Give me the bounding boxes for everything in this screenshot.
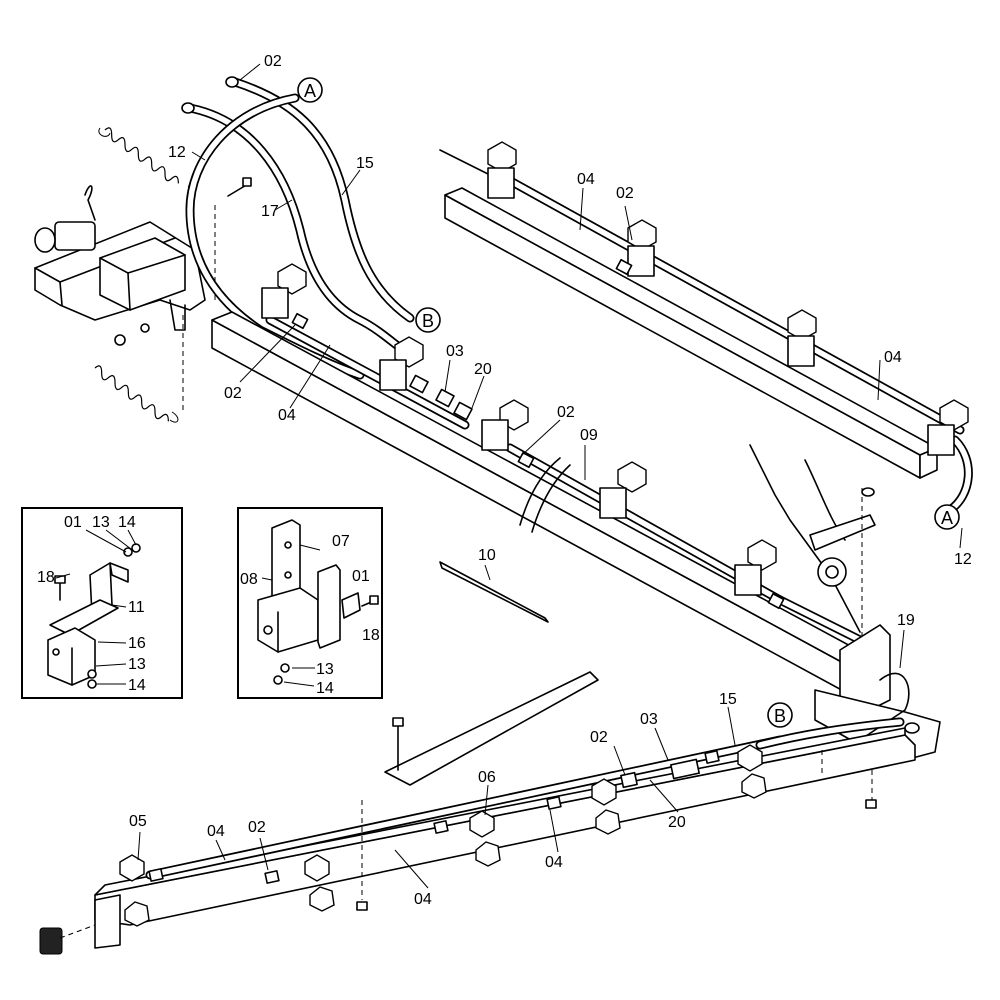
label-02: 02	[248, 819, 266, 836]
label-02: 02	[224, 385, 242, 402]
label-14: 14	[118, 514, 136, 531]
inset-detail-2	[237, 507, 383, 699]
callout-B-upper: B	[415, 307, 441, 333]
label-09: 09	[580, 427, 598, 444]
label-02: 02	[590, 729, 608, 746]
label-15: 15	[719, 691, 737, 708]
lower-spring	[94, 365, 179, 423]
label-06: 06	[478, 769, 496, 786]
label-04: 04	[278, 407, 296, 424]
label-18: 18	[362, 627, 380, 644]
strap-10	[384, 561, 599, 786]
label-04: 04	[545, 854, 563, 871]
hose-17	[185, 103, 415, 360]
hose-fittings	[148, 258, 785, 884]
label-03: 03	[640, 711, 658, 728]
inset-2-labels: 07 08 01 18 13 14	[240, 533, 380, 697]
label-16: 16	[128, 635, 146, 652]
leader-lines	[137, 63, 963, 889]
label-10: 10	[478, 547, 496, 564]
label-02: 02	[264, 53, 282, 70]
callout-A-right: A	[934, 504, 960, 530]
mounting-bracket	[34, 185, 206, 331]
label-02: 02	[557, 404, 575, 421]
lower-boom-beam	[94, 717, 916, 949]
label-01: 01	[64, 514, 82, 531]
part-labels: 02 12 17 15 04 02 04 03 20 02 04 02 09 1…	[129, 53, 972, 908]
bolt-lower	[356, 717, 877, 911]
callout-A-right-text: A	[941, 508, 953, 528]
label-11: 11	[128, 599, 145, 616]
callout-B-lower-text: B	[774, 706, 786, 726]
chain-and-pulley	[749, 444, 876, 640]
callout-B-lower: B	[767, 702, 793, 728]
label-04: 04	[884, 349, 902, 366]
label-03: 03	[446, 343, 464, 360]
label-04: 04	[207, 823, 225, 840]
label-02: 02	[616, 185, 634, 202]
end-cap	[39, 927, 63, 955]
label-13: 13	[316, 661, 334, 678]
label-17: 17	[261, 203, 279, 220]
nut	[114, 323, 150, 346]
label-01: 01	[352, 568, 370, 585]
bolt	[227, 177, 252, 197]
label-20: 20	[474, 361, 492, 378]
label-12: 12	[954, 551, 972, 568]
callout-A-top: A	[297, 77, 323, 103]
nozzle-bodies	[119, 141, 969, 927]
callout-A-top-text: A	[304, 81, 316, 101]
callout-B-upper-text: B	[422, 311, 434, 331]
inset-1-labels: 01 13 14 18 11 16 13 14	[37, 514, 146, 694]
label-08: 08	[240, 571, 258, 588]
main-left-boom-beam	[211, 311, 881, 701]
label-20: 20	[668, 814, 686, 831]
label-12: 12	[168, 144, 186, 161]
label-19: 19	[897, 612, 915, 629]
label-14: 14	[316, 680, 334, 697]
label-04: 04	[414, 891, 432, 908]
label-04: 04	[577, 171, 595, 188]
label-13: 13	[92, 514, 110, 531]
label-14: 14	[128, 677, 146, 694]
label-13: 13	[128, 656, 146, 673]
label-07: 07	[332, 533, 350, 550]
label-15: 15	[356, 155, 374, 172]
label-05: 05	[129, 813, 147, 830]
label-18: 18	[37, 569, 55, 586]
inset-detail-1	[21, 507, 183, 699]
